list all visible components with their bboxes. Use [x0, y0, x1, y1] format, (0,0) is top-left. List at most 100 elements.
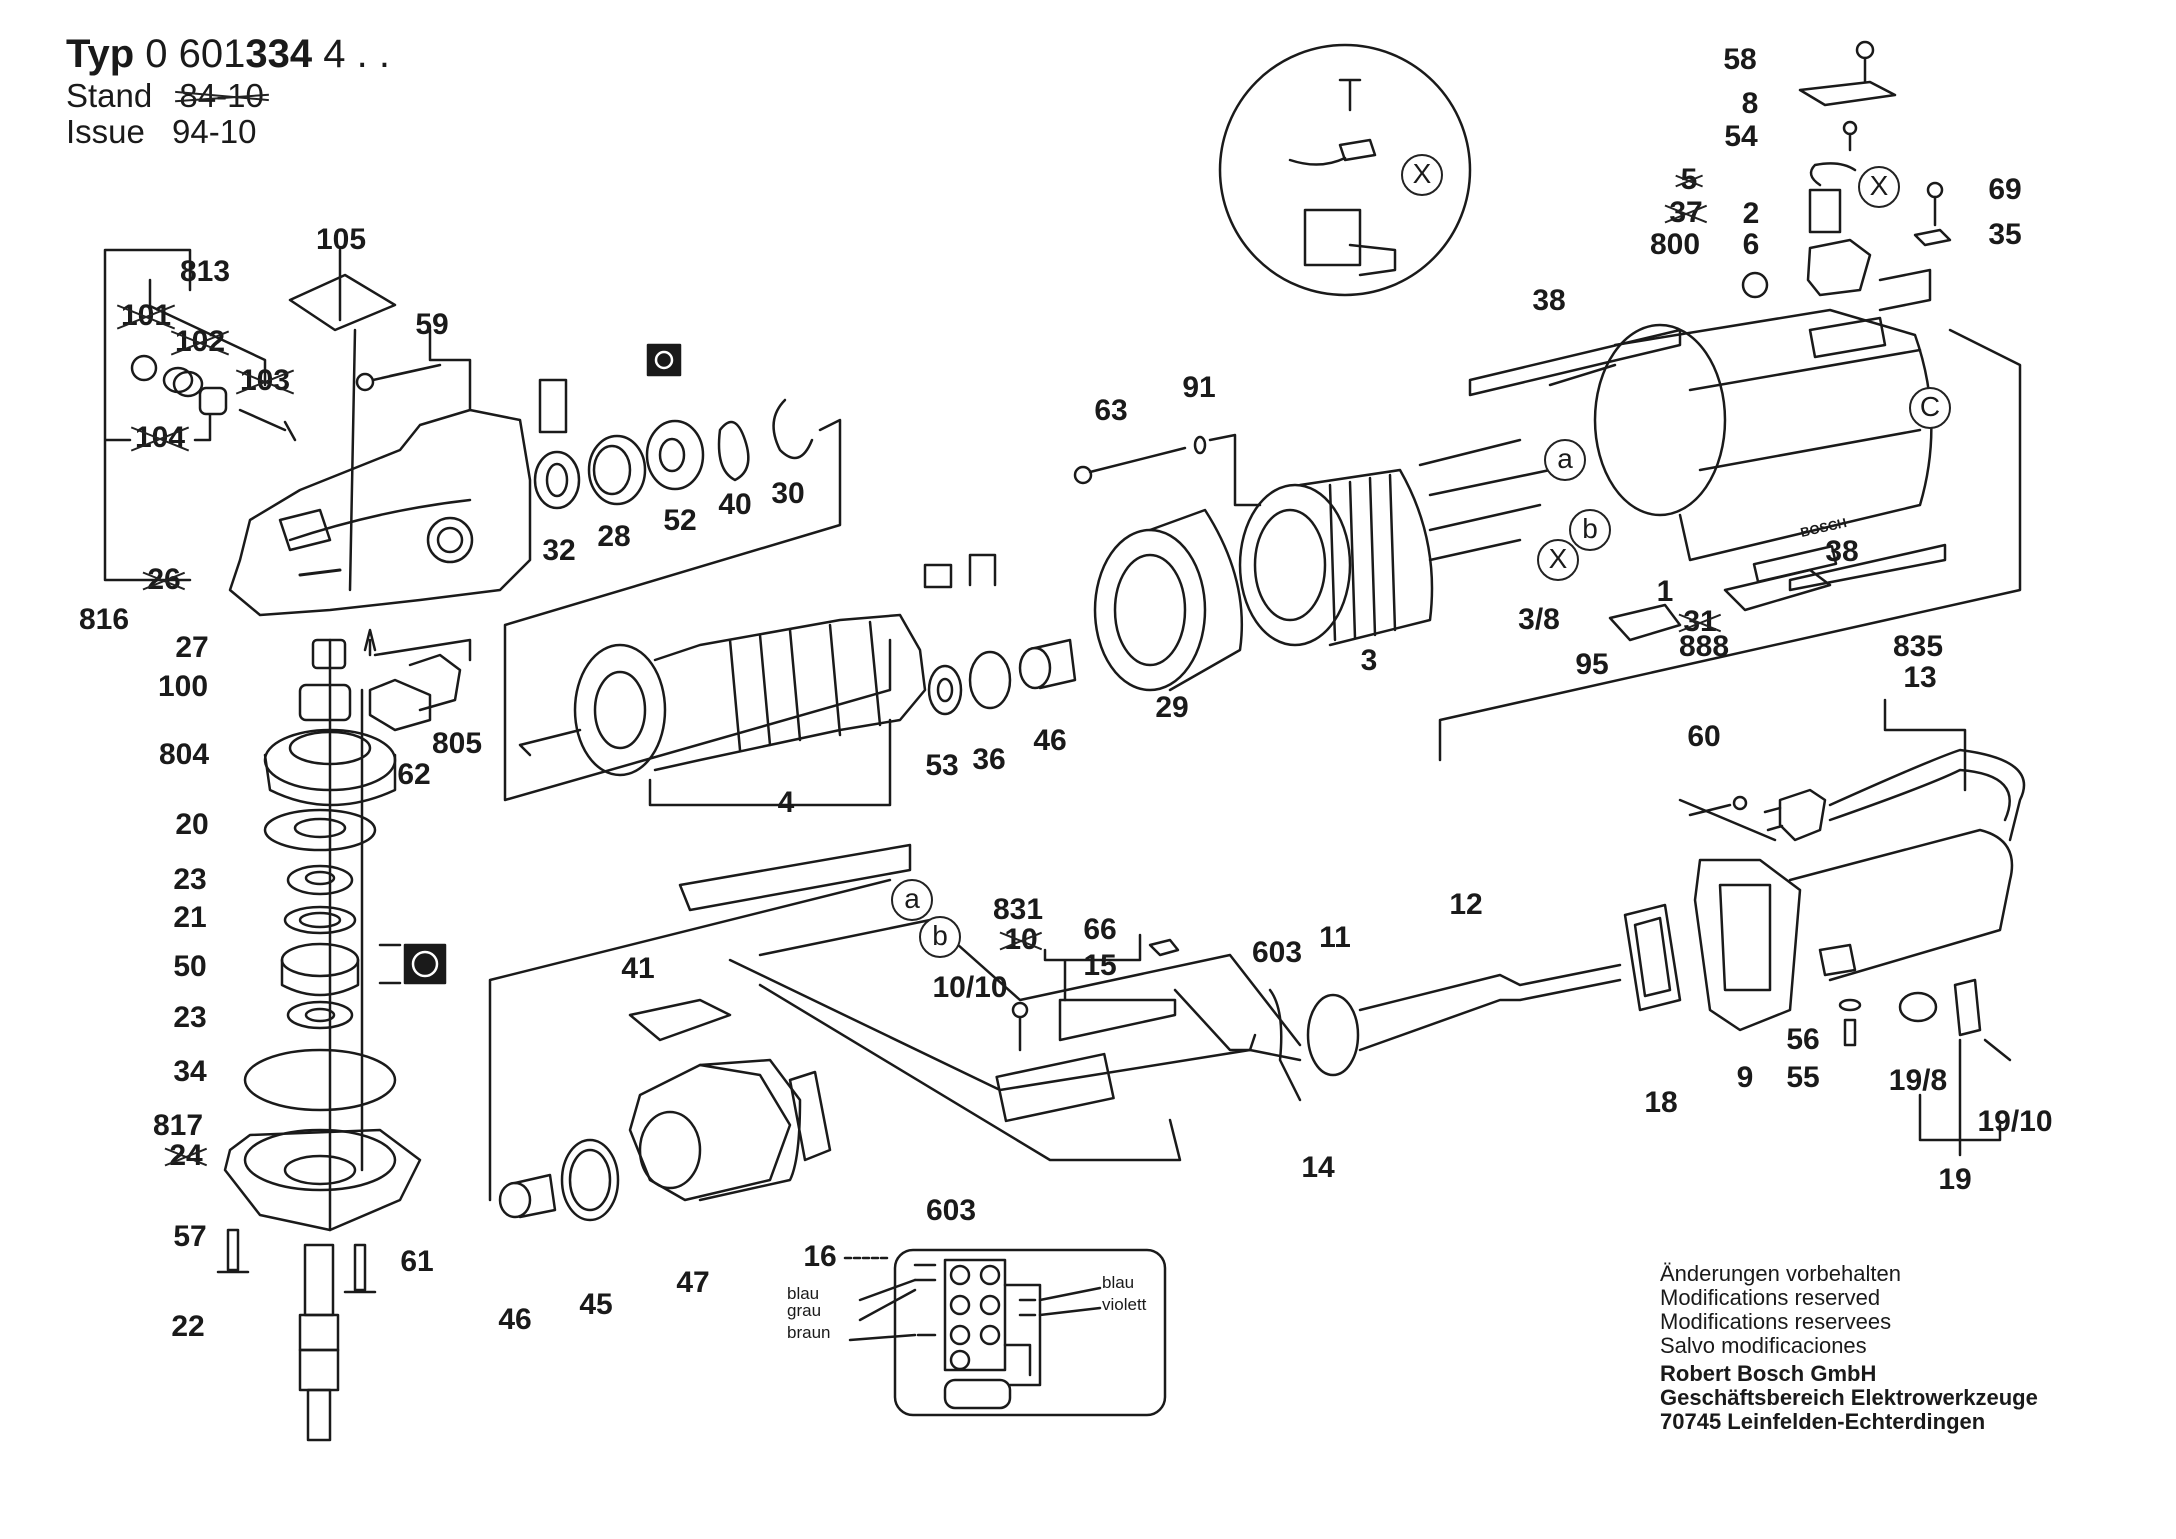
callout-95[interactable]: 95	[1575, 648, 1609, 681]
callout-104[interactable]: 104	[134, 421, 186, 454]
callout-62[interactable]: 62	[397, 758, 431, 791]
callout-19[interactable]: 19	[1938, 1163, 1972, 1196]
callout-32[interactable]: 32	[542, 534, 576, 567]
callout-21[interactable]: 21	[173, 901, 207, 934]
callout-100[interactable]: 100	[157, 670, 209, 703]
callout-15[interactable]: 15	[1083, 949, 1117, 982]
callout-10[interactable]: 10	[1004, 923, 1038, 956]
notice-en: Modifications reserved	[1660, 1285, 1881, 1310]
callout-4[interactable]: 4	[777, 786, 795, 819]
wiring-harness	[678, 843, 1302, 1162]
callout-22[interactable]: 22	[171, 1310, 205, 1343]
callout-29[interactable]: 29	[1155, 691, 1189, 724]
callout-52[interactable]: 52	[663, 504, 697, 537]
callout-53[interactable]: 53	[925, 749, 959, 782]
callout-54[interactable]: 54	[1724, 120, 1758, 153]
stand-value-struck: 84-10	[179, 77, 264, 114]
callout-20[interactable]: 20	[175, 808, 209, 841]
callout-804[interactable]: 804	[158, 738, 210, 771]
callout-38-top[interactable]: 38	[1532, 284, 1566, 317]
callout-3-8[interactable]: 3/8	[1518, 603, 1560, 636]
callout-59[interactable]: 59	[415, 308, 449, 341]
callout-34[interactable]: 34	[173, 1055, 207, 1088]
document-header: Typ 0 601334 4 . . Stand 84-10 Issue 94-…	[66, 30, 390, 150]
callout-47[interactable]: 47	[676, 1266, 710, 1299]
callout-101[interactable]: 101	[120, 299, 172, 332]
callout-23-upper[interactable]: 23	[173, 863, 207, 896]
callout-23-lower[interactable]: 23	[173, 1001, 207, 1034]
callout-805[interactable]: 805	[431, 727, 483, 760]
callout-19-8[interactable]: 19/8	[1888, 1064, 1948, 1097]
callout-14[interactable]: 14	[1301, 1151, 1335, 1184]
type-prefix: 0 601	[145, 32, 246, 76]
marker-c-housing: C	[1909, 387, 1951, 429]
callout-5[interactable]: 5	[1680, 163, 1698, 196]
issue-value: 94-10	[172, 113, 257, 150]
callout-816[interactable]: 816	[78, 603, 130, 636]
callout-46-housing[interactable]: 46	[498, 1303, 532, 1336]
brush-assembly	[1741, 40, 1952, 312]
power-cord-13	[1763, 748, 2026, 842]
callout-19-10[interactable]: 19/10	[1977, 1105, 2053, 1138]
callout-11[interactable]: 11	[1319, 921, 1351, 954]
screw-63-washer-91	[1073, 433, 1262, 507]
switch-parts	[1838, 978, 2012, 1062]
callout-55[interactable]: 55	[1786, 1061, 1820, 1094]
wire-label-grau: grau	[787, 1301, 822, 1320]
marker-x-stator: X	[1537, 539, 1579, 581]
gear-stack	[243, 628, 472, 1232]
callout-24[interactable]: 24	[169, 1139, 203, 1172]
callout-41[interactable]: 41	[621, 952, 655, 985]
callout-18[interactable]: 18	[1644, 1086, 1678, 1119]
callout-2[interactable]: 2	[1742, 197, 1760, 230]
callout-8[interactable]: 8	[1741, 87, 1759, 120]
callout-28[interactable]: 28	[597, 520, 631, 553]
callout-37[interactable]: 37	[1669, 196, 1703, 229]
callout-10-10[interactable]: 10/10	[932, 971, 1008, 1004]
callout-56[interactable]: 56	[1786, 1023, 1820, 1056]
callout-102[interactable]: 102	[174, 325, 226, 358]
callout-63[interactable]: 63	[1094, 394, 1128, 427]
callout-1[interactable]: 1	[1656, 575, 1674, 608]
callout-35[interactable]: 35	[1988, 218, 2022, 251]
callout-831[interactable]: 831	[992, 893, 1044, 926]
callout-46-armature[interactable]: 46	[1033, 724, 1067, 757]
callout-105[interactable]: 105	[315, 223, 367, 256]
callout-603-upper[interactable]: 603	[1251, 936, 1303, 969]
callout-817[interactable]: 817	[152, 1109, 204, 1142]
callout-57[interactable]: 57	[173, 1220, 207, 1253]
callout-13[interactable]: 13	[1903, 661, 1937, 694]
callout-6[interactable]: 6	[1742, 228, 1760, 261]
callout-800[interactable]: 800	[1649, 228, 1701, 261]
callout-36[interactable]: 36	[972, 743, 1006, 776]
callout-603-lower[interactable]: 603	[925, 1194, 977, 1227]
spindle-lock-group	[130, 354, 297, 442]
callout-835[interactable]: 835	[1892, 630, 1944, 663]
callout-103[interactable]: 103	[239, 364, 291, 397]
wire-label-blau-left: blau	[787, 1284, 820, 1303]
callout-888[interactable]: 888	[1678, 630, 1730, 663]
callout-9[interactable]: 9	[1736, 1061, 1754, 1094]
marker-x-inset: X	[1401, 154, 1443, 196]
callout-813[interactable]: 813	[179, 255, 231, 288]
callout-40[interactable]: 40	[718, 488, 752, 521]
callout-66[interactable]: 66	[1083, 913, 1117, 946]
callout-27[interactable]: 27	[175, 631, 209, 664]
callout-38-nameplate[interactable]: 38	[1825, 535, 1859, 568]
callout-91[interactable]: 91	[1182, 371, 1216, 404]
screw-60	[1678, 795, 1777, 842]
callout-50[interactable]: 50	[173, 950, 207, 983]
callout-69[interactable]: 69	[1988, 173, 2022, 206]
callout-16[interactable]: 16	[803, 1240, 837, 1273]
callout-61[interactable]: 61	[400, 1245, 434, 1278]
callout-31[interactable]: 31	[1683, 605, 1717, 638]
callout-3[interactable]: 3	[1360, 644, 1378, 677]
callout-60[interactable]: 60	[1687, 720, 1721, 753]
issue-label: Issue	[66, 113, 145, 150]
callout-45[interactable]: 45	[579, 1288, 613, 1321]
callout-12[interactable]: 12	[1449, 888, 1483, 921]
flange-817	[223, 1128, 422, 1232]
callout-26[interactable]: 26	[147, 563, 181, 596]
callout-30[interactable]: 30	[771, 477, 805, 510]
callout-58[interactable]: 58	[1723, 43, 1757, 76]
